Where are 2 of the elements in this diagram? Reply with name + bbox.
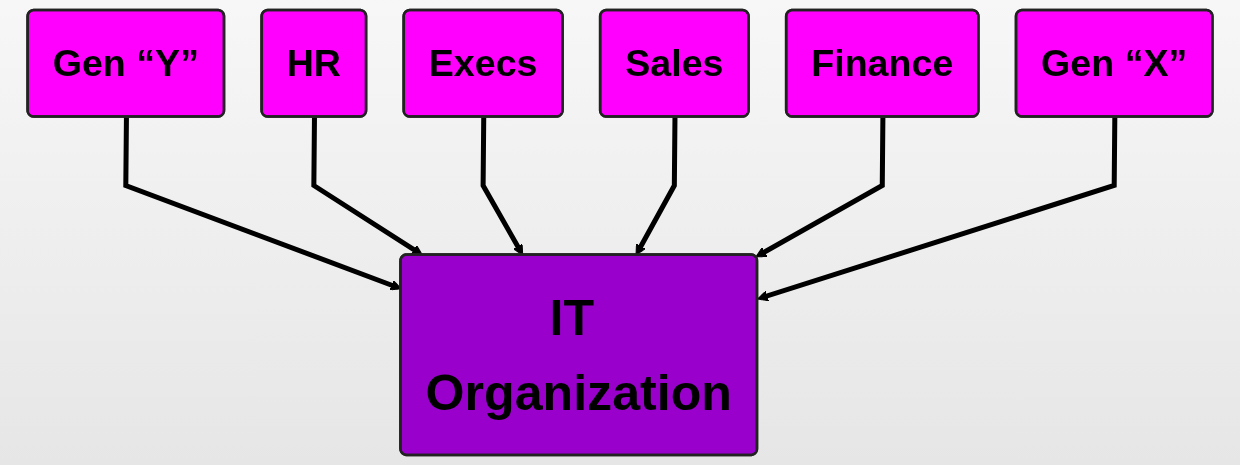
arrow xyxy=(755,117,886,258)
arrow xyxy=(757,117,1118,302)
